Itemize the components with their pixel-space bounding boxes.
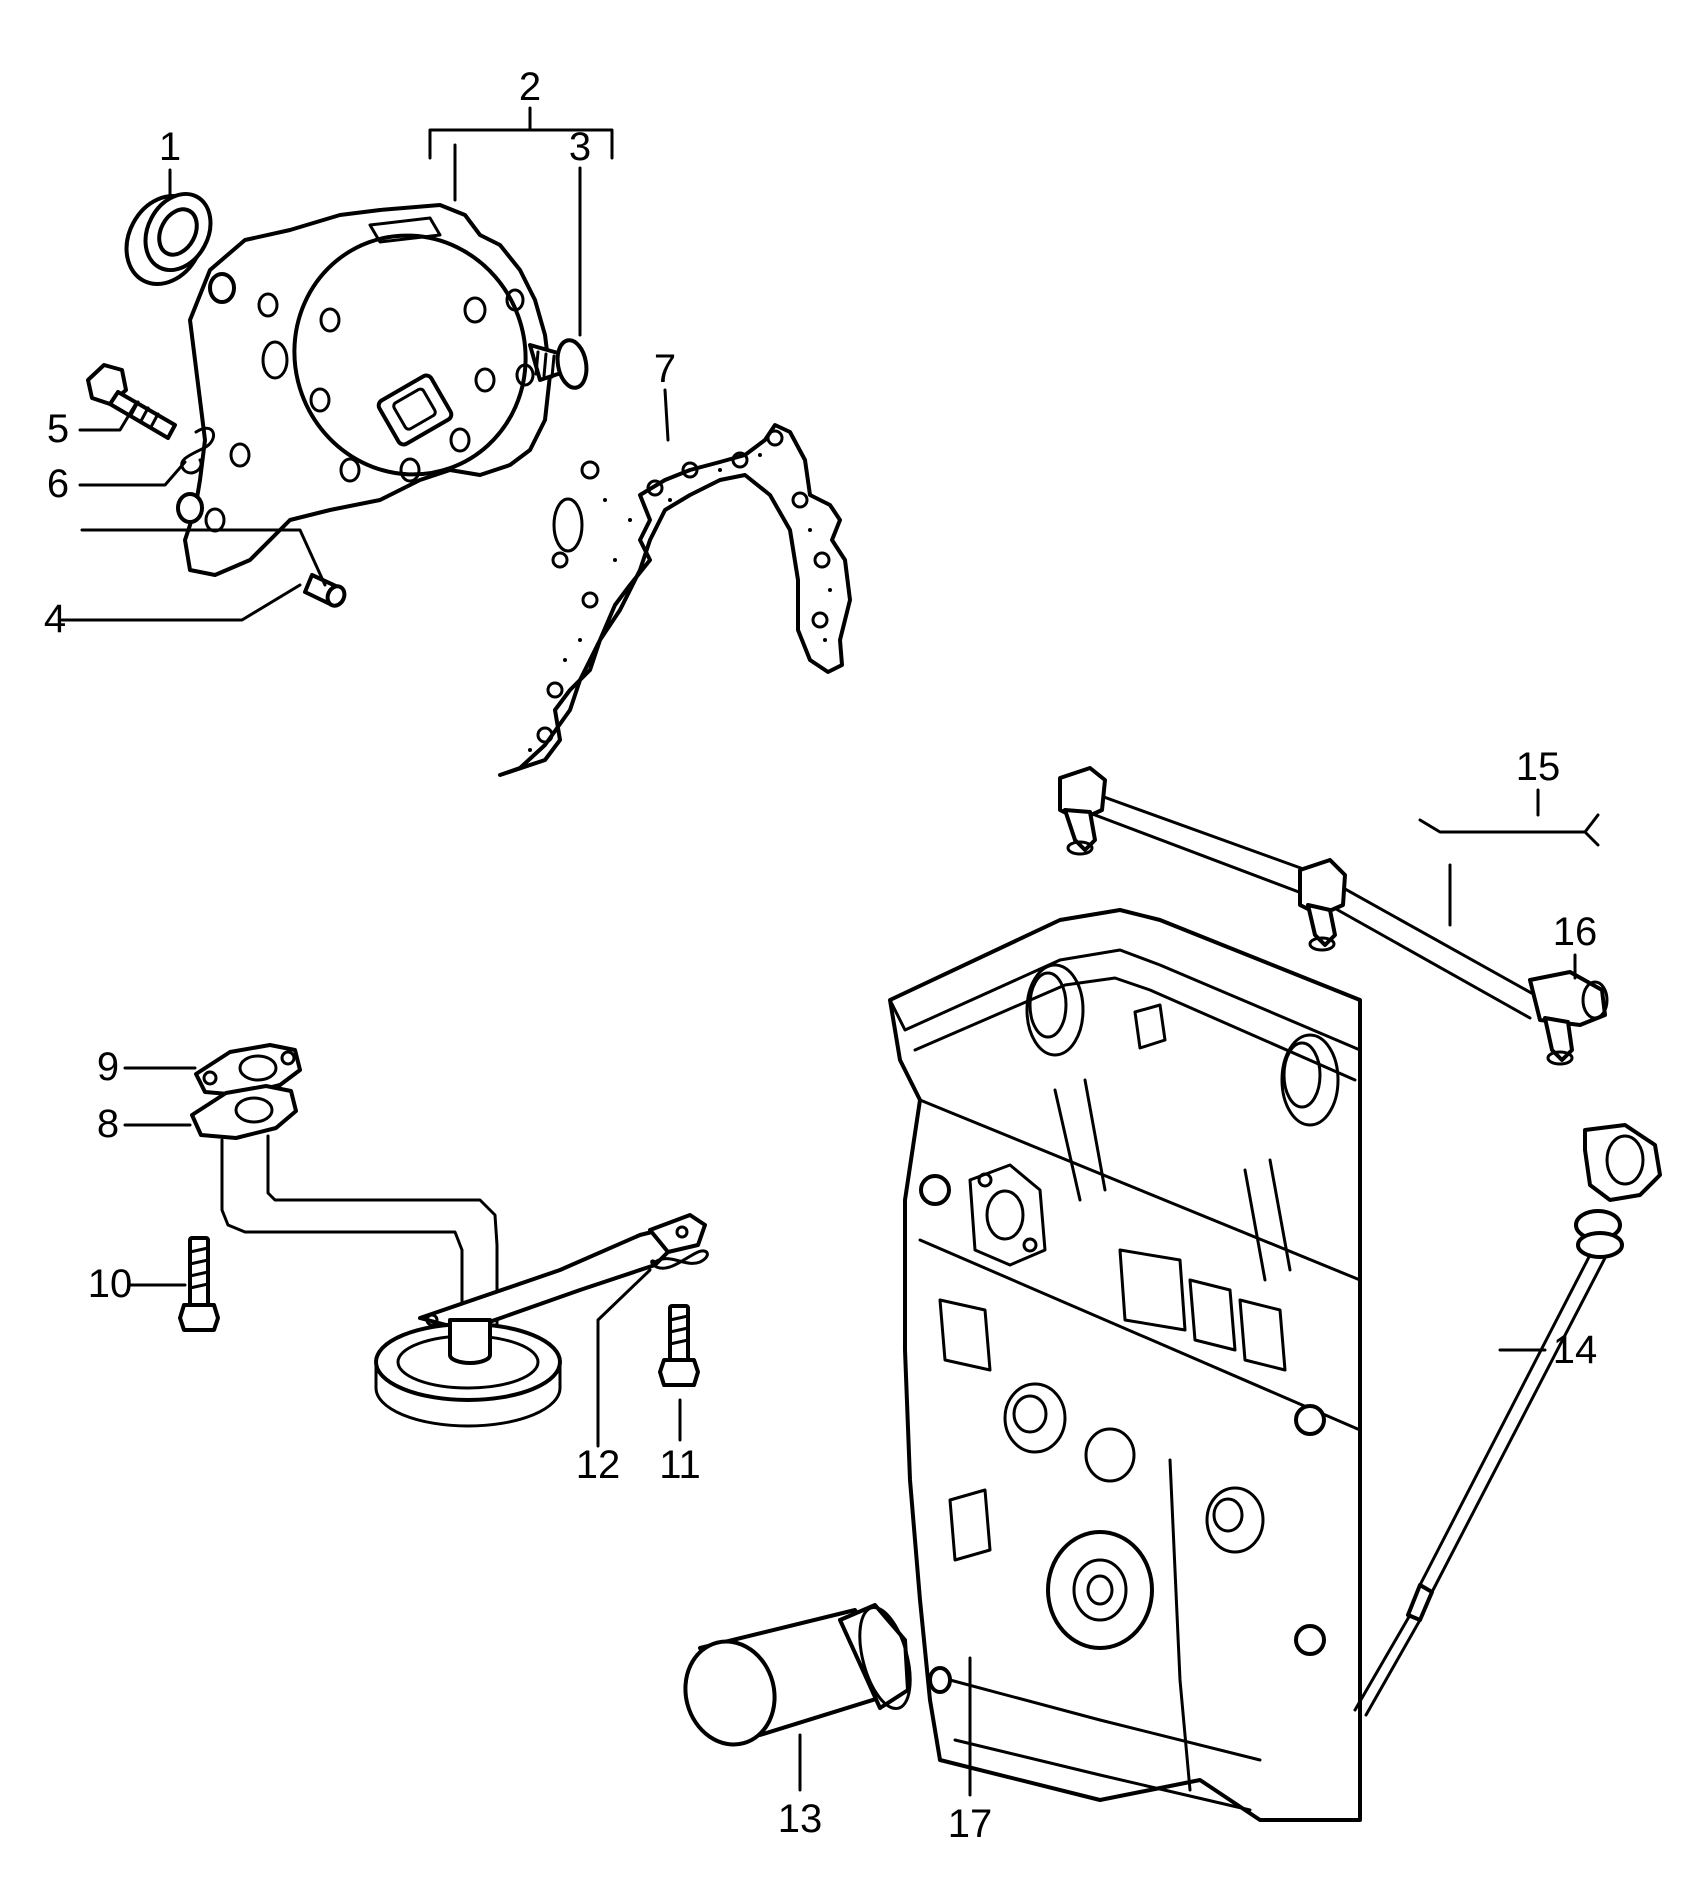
part-2-oil-pump[interactable]	[176, 203, 559, 577]
callout-13: 13	[778, 1797, 823, 1841]
leader-lines	[60, 106, 1600, 1797]
callout-7: 7	[654, 347, 676, 391]
callout-8: 8	[97, 1102, 119, 1146]
callout-5: 5	[47, 407, 69, 451]
part-1-seal[interactable]	[112, 182, 224, 297]
part-6-washer[interactable]	[180, 426, 216, 475]
part-14-dipstick[interactable]	[1353, 1123, 1662, 1717]
engine-block	[888, 908, 1362, 1822]
callout-labels: 1 2 3 4 5 6 7 8 9 10 11 12 13 14 15 16 1…	[44, 65, 1597, 1846]
callout-12: 12	[576, 1443, 621, 1487]
callout-2: 2	[519, 65, 541, 109]
callout-17: 17	[948, 1802, 993, 1846]
part-12-washer[interactable]	[650, 1249, 709, 1270]
part-15-breather-hose[interactable]	[1058, 766, 1537, 1020]
part-10-bolt[interactable]	[178, 1236, 220, 1332]
callout-4: 4	[44, 597, 66, 641]
callout-15: 15	[1516, 745, 1561, 789]
part-13-oil-filter[interactable]	[674, 1602, 920, 1755]
part-7-gasket[interactable]	[498, 423, 852, 777]
part-16-hose-elbow[interactable]	[1528, 970, 1609, 1066]
part-11-bolt[interactable]	[658, 1304, 700, 1387]
part-3-screw[interactable]	[528, 338, 590, 390]
oil-pickup-tube[interactable]	[220, 1134, 707, 1428]
callout-9: 9	[97, 1045, 119, 1089]
callout-1: 1	[159, 125, 181, 169]
callout-10: 10	[88, 1262, 133, 1306]
callout-11: 11	[659, 1443, 701, 1487]
callout-14: 14	[1553, 1328, 1598, 1372]
part-9-flange-gasket[interactable]	[194, 1043, 302, 1097]
part-4-dowel-pin[interactable]	[303, 573, 347, 608]
part-8-flange[interactable]	[190, 1084, 298, 1140]
part-5-bolt[interactable]	[86, 363, 177, 440]
callout-6: 6	[47, 462, 69, 506]
callout-3: 3	[569, 125, 591, 169]
callout-16: 16	[1553, 910, 1598, 954]
